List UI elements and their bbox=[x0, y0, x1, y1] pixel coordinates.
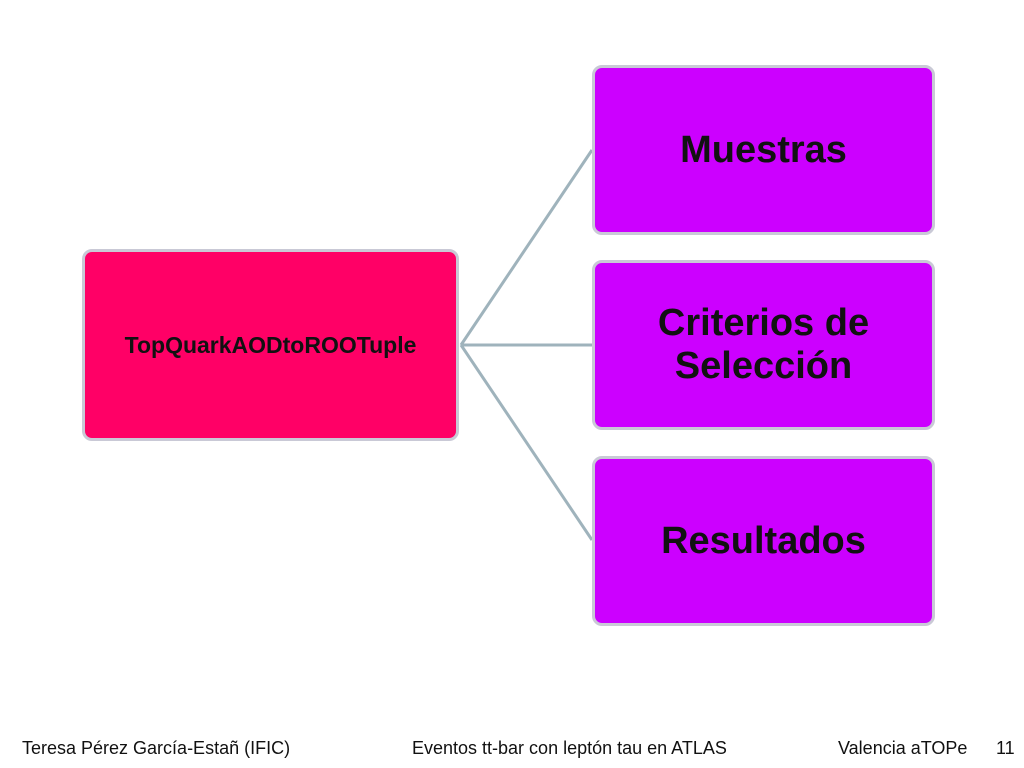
footer-author: Teresa Pérez García-Estañ (IFIC) bbox=[22, 738, 291, 758]
child-node-label: Criterios de Selección bbox=[657, 302, 870, 387]
footer-title: Eventos tt-bar con leptón tau en ATLAS bbox=[412, 738, 727, 758]
root-node-label: TopQuarkAODtoROOTuple bbox=[124, 331, 417, 358]
child-node-resultados: Resultados bbox=[592, 456, 935, 626]
child-node-muestras: Muestras bbox=[592, 65, 935, 235]
child-node-label: Resultados bbox=[661, 519, 866, 562]
footer-venue: Valencia aTOPe bbox=[838, 738, 968, 758]
child-node-criterios: Criterios de Selección bbox=[592, 260, 935, 430]
connector-root-resultados bbox=[459, 344, 594, 541]
footer-page-number: 11 bbox=[996, 738, 1015, 758]
root-node: TopQuarkAODtoROOTuple bbox=[82, 249, 459, 441]
connector-root-muestras bbox=[459, 149, 594, 346]
child-node-label: Muestras bbox=[680, 128, 847, 171]
